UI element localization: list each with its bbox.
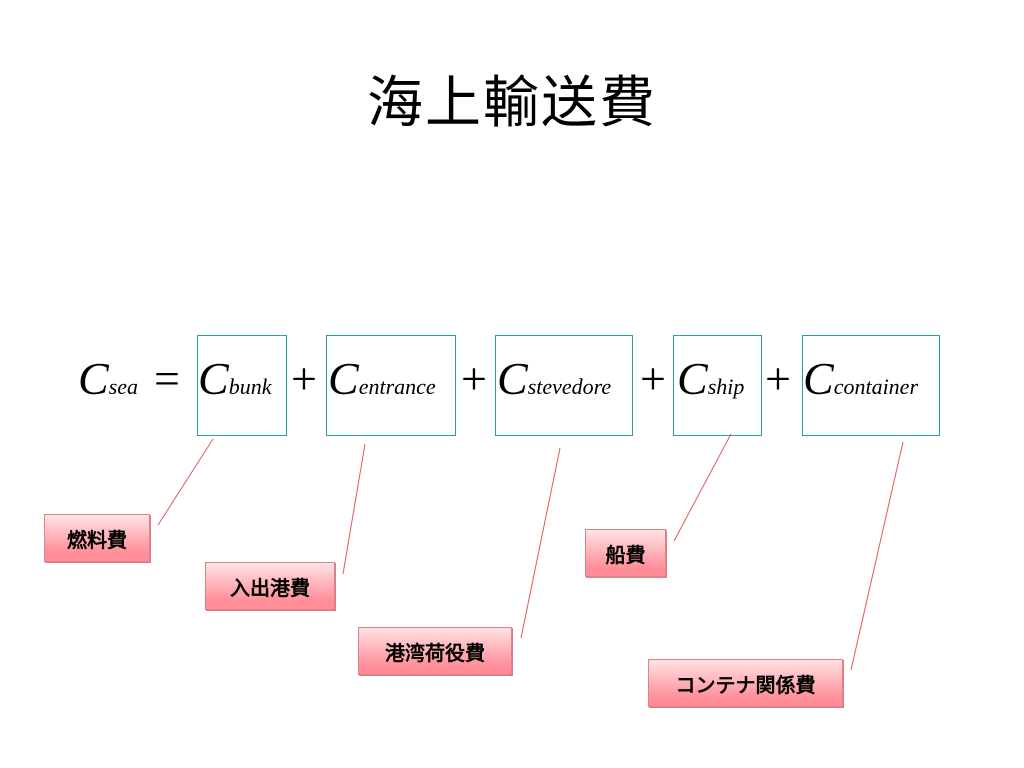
term-box-bunk bbox=[197, 335, 287, 436]
plus-sign: + bbox=[461, 353, 487, 404]
equation-lhs: Csea bbox=[78, 352, 138, 422]
label-fuel-cost: 燃料費 bbox=[44, 514, 150, 562]
plus-sign: + bbox=[291, 353, 317, 404]
term-entrance: Centrance bbox=[328, 353, 436, 404]
lhs-symbol: C bbox=[78, 353, 109, 404]
label-stevedoring-cost: 港湾荷役費 bbox=[358, 627, 512, 675]
slide-title: 海上輸送費 bbox=[367, 71, 657, 136]
label-port-entry-cost: 入出港費 bbox=[205, 562, 335, 610]
term-stevedore: Cstevedore bbox=[497, 353, 612, 404]
term-box-stevedore bbox=[495, 335, 633, 436]
connector-ship bbox=[673, 433, 732, 542]
lhs-subscript: sea bbox=[108, 374, 139, 399]
label-ship-cost: 船費 bbox=[585, 529, 666, 577]
connector-stevedore bbox=[520, 447, 561, 639]
label-container-cost: コンテナ関係費 bbox=[648, 659, 843, 707]
term-box-container bbox=[802, 335, 940, 436]
term-box-entrance bbox=[326, 335, 456, 436]
term-box-ship bbox=[673, 335, 762, 436]
term-container: Ccontainer bbox=[803, 353, 919, 404]
plus-sign: + bbox=[765, 353, 791, 404]
connector-entrance bbox=[342, 443, 366, 575]
term-bunk: Cbunk bbox=[198, 353, 272, 404]
term-ship: Cship bbox=[677, 353, 745, 404]
connector-container bbox=[850, 441, 904, 671]
equals-sign: = bbox=[154, 353, 180, 404]
plus-sign: + bbox=[640, 353, 666, 404]
connector-bunk bbox=[157, 438, 214, 526]
